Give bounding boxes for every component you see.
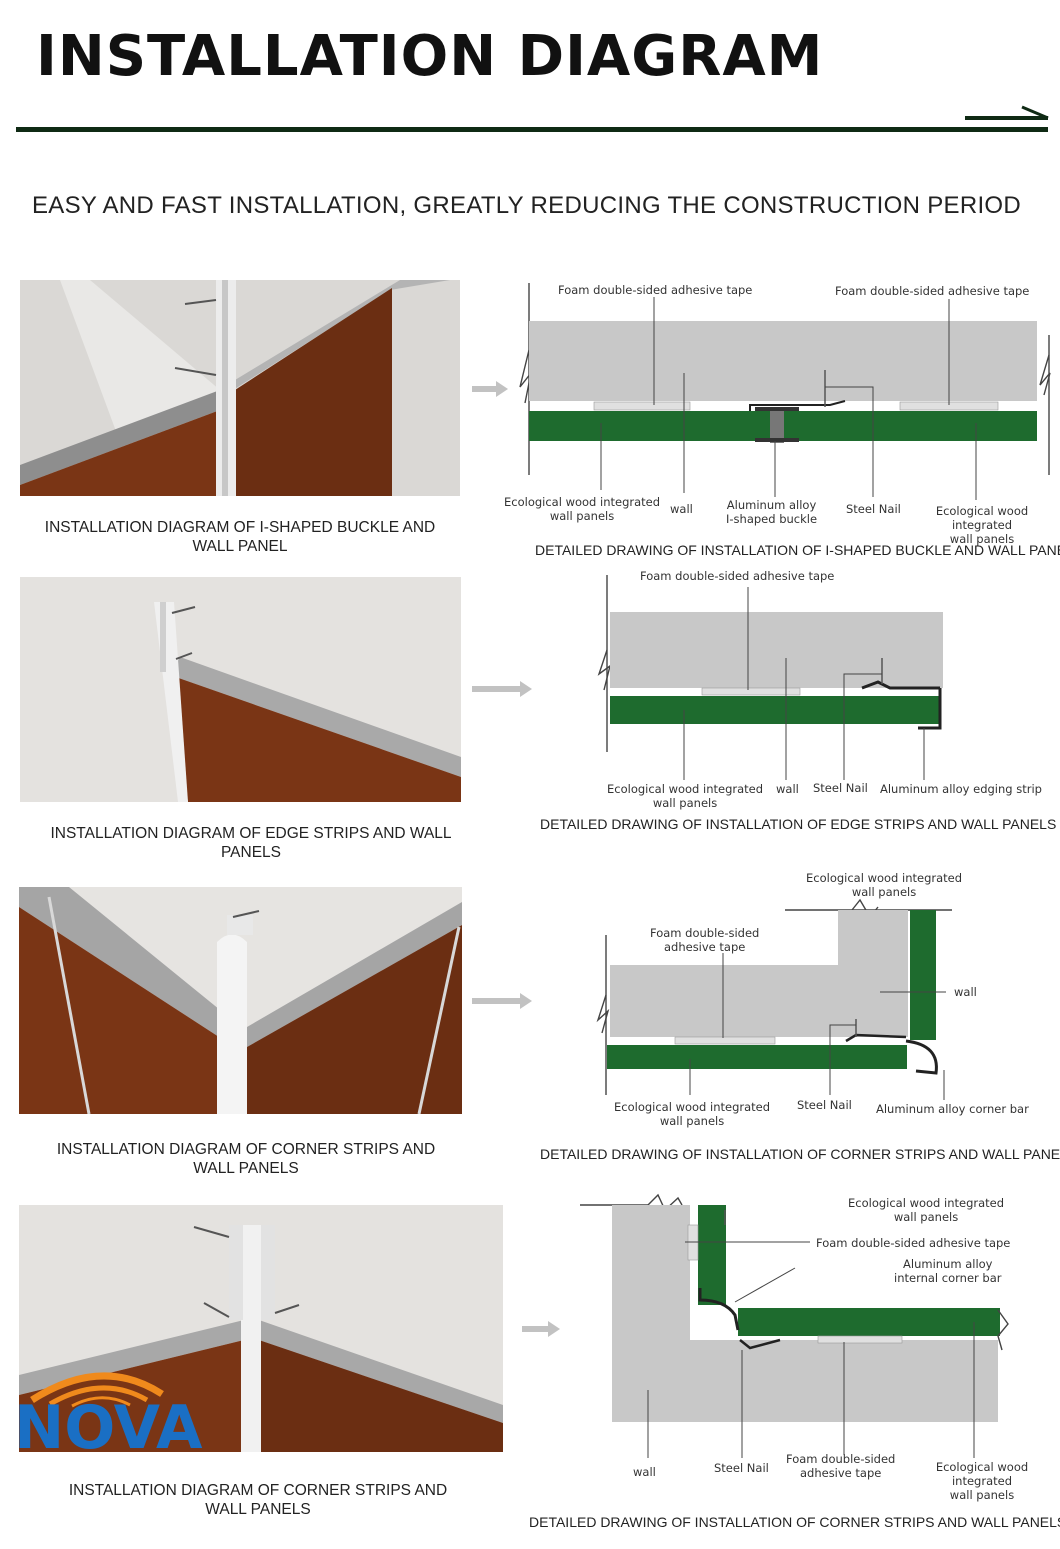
edging-strip-label: Aluminum alloy edging strip	[880, 782, 1042, 796]
arrow-right-icon	[472, 993, 532, 1009]
tape-label: Foam double-sided adhesive tape	[786, 1452, 896, 1480]
arrow-right-icon	[522, 1321, 560, 1337]
corner-strip-detail-caption: DETAILED DRAWING OF INSTALLATION OF CORN…	[540, 1146, 1060, 1162]
i-buckle-detail-drawing	[519, 283, 1051, 500]
edge-strip-photo	[20, 577, 461, 802]
tape-label: Foam double-sided adhesive tape	[558, 283, 753, 297]
corner-strip-caption: INSTALLATION DIAGRAM OF CORNER STRIPS AN…	[56, 1141, 436, 1177]
tape-label: Foam double-sided adhesive tape	[640, 569, 835, 583]
corner-strip-photo	[19, 887, 462, 1114]
steel-nail-label: Steel Nail	[813, 781, 868, 795]
arrow-right-icon	[472, 681, 532, 697]
title-divider	[16, 127, 1048, 132]
internal-corner-photo	[19, 1205, 503, 1452]
internal-corner-detail-caption: DETAILED DRAWING OF INSTALLATION OF CORN…	[529, 1514, 1060, 1530]
internal-corner-bar-label: Aluminum alloy internal corner bar	[894, 1257, 1002, 1285]
tape-label: Foam double-sided adhesive tape	[650, 926, 760, 954]
wall-label: wall	[633, 1465, 656, 1479]
panels-label: Ecological wood integrated wall panels	[935, 504, 1029, 546]
logo-text: NOVA	[14, 1393, 203, 1456]
page-title: INSTALLATION DIAGRAM	[36, 24, 824, 89]
panels-label: Ecological wood integrated wall panels	[935, 1460, 1029, 1502]
steel-nail-label: Steel Nail	[797, 1098, 852, 1112]
edge-strip-detail-drawing	[597, 575, 943, 780]
panels-label: Ecological wood integrated wall panels	[504, 495, 661, 523]
wall-label: wall	[776, 782, 799, 796]
i-buckle-caption: INSTALLATION DIAGRAM OF I-SHAPED BUCKLE …	[44, 519, 436, 555]
steel-nail-label: Steel Nail	[714, 1461, 769, 1475]
i-buckle-detail-caption: DETAILED DRAWING OF INSTALLATION OF I-SH…	[535, 542, 1060, 558]
panels-label: Ecological wood integrated wall panels	[614, 1100, 771, 1128]
buckle-label: Aluminum alloy I-shaped buckle	[726, 498, 818, 526]
arrow-right-icon	[472, 381, 508, 397]
wall-label: wall	[670, 502, 693, 516]
i-buckle-photo	[20, 280, 460, 496]
wall-label: wall	[954, 985, 977, 999]
corner-strip-detail-drawing	[596, 898, 952, 1100]
steel-nail-label: Steel Nail	[846, 502, 901, 516]
tape-label: Foam double-sided adhesive tape	[835, 284, 1030, 298]
internal-corner-detail-drawing	[580, 1193, 1009, 1458]
arrow-right-icon	[965, 105, 1049, 131]
page-subtitle: EASY AND FAST INSTALLATION, GREATLY REDU…	[32, 192, 1022, 219]
nova-logo: NOVA	[14, 1372, 203, 1456]
edge-strip-caption: INSTALLATION DIAGRAM OF EDGE STRIPS AND …	[50, 825, 452, 861]
edge-strip-detail-caption: DETAILED DRAWING OF INSTALLATION OF EDGE…	[540, 816, 1057, 832]
panels-label: Ecological wood integrated wall panels	[848, 1196, 1005, 1224]
tape-label: Foam double-sided adhesive tape	[816, 1236, 1011, 1250]
panels-label: Ecological wood integrated wall panels	[607, 782, 764, 810]
internal-corner-caption: INSTALLATION DIAGRAM OF CORNER STRIPS AN…	[68, 1482, 448, 1518]
corner-bar-label: Aluminum alloy corner bar	[876, 1102, 1029, 1116]
panels-label: Ecological wood integrated wall panels	[806, 871, 963, 899]
